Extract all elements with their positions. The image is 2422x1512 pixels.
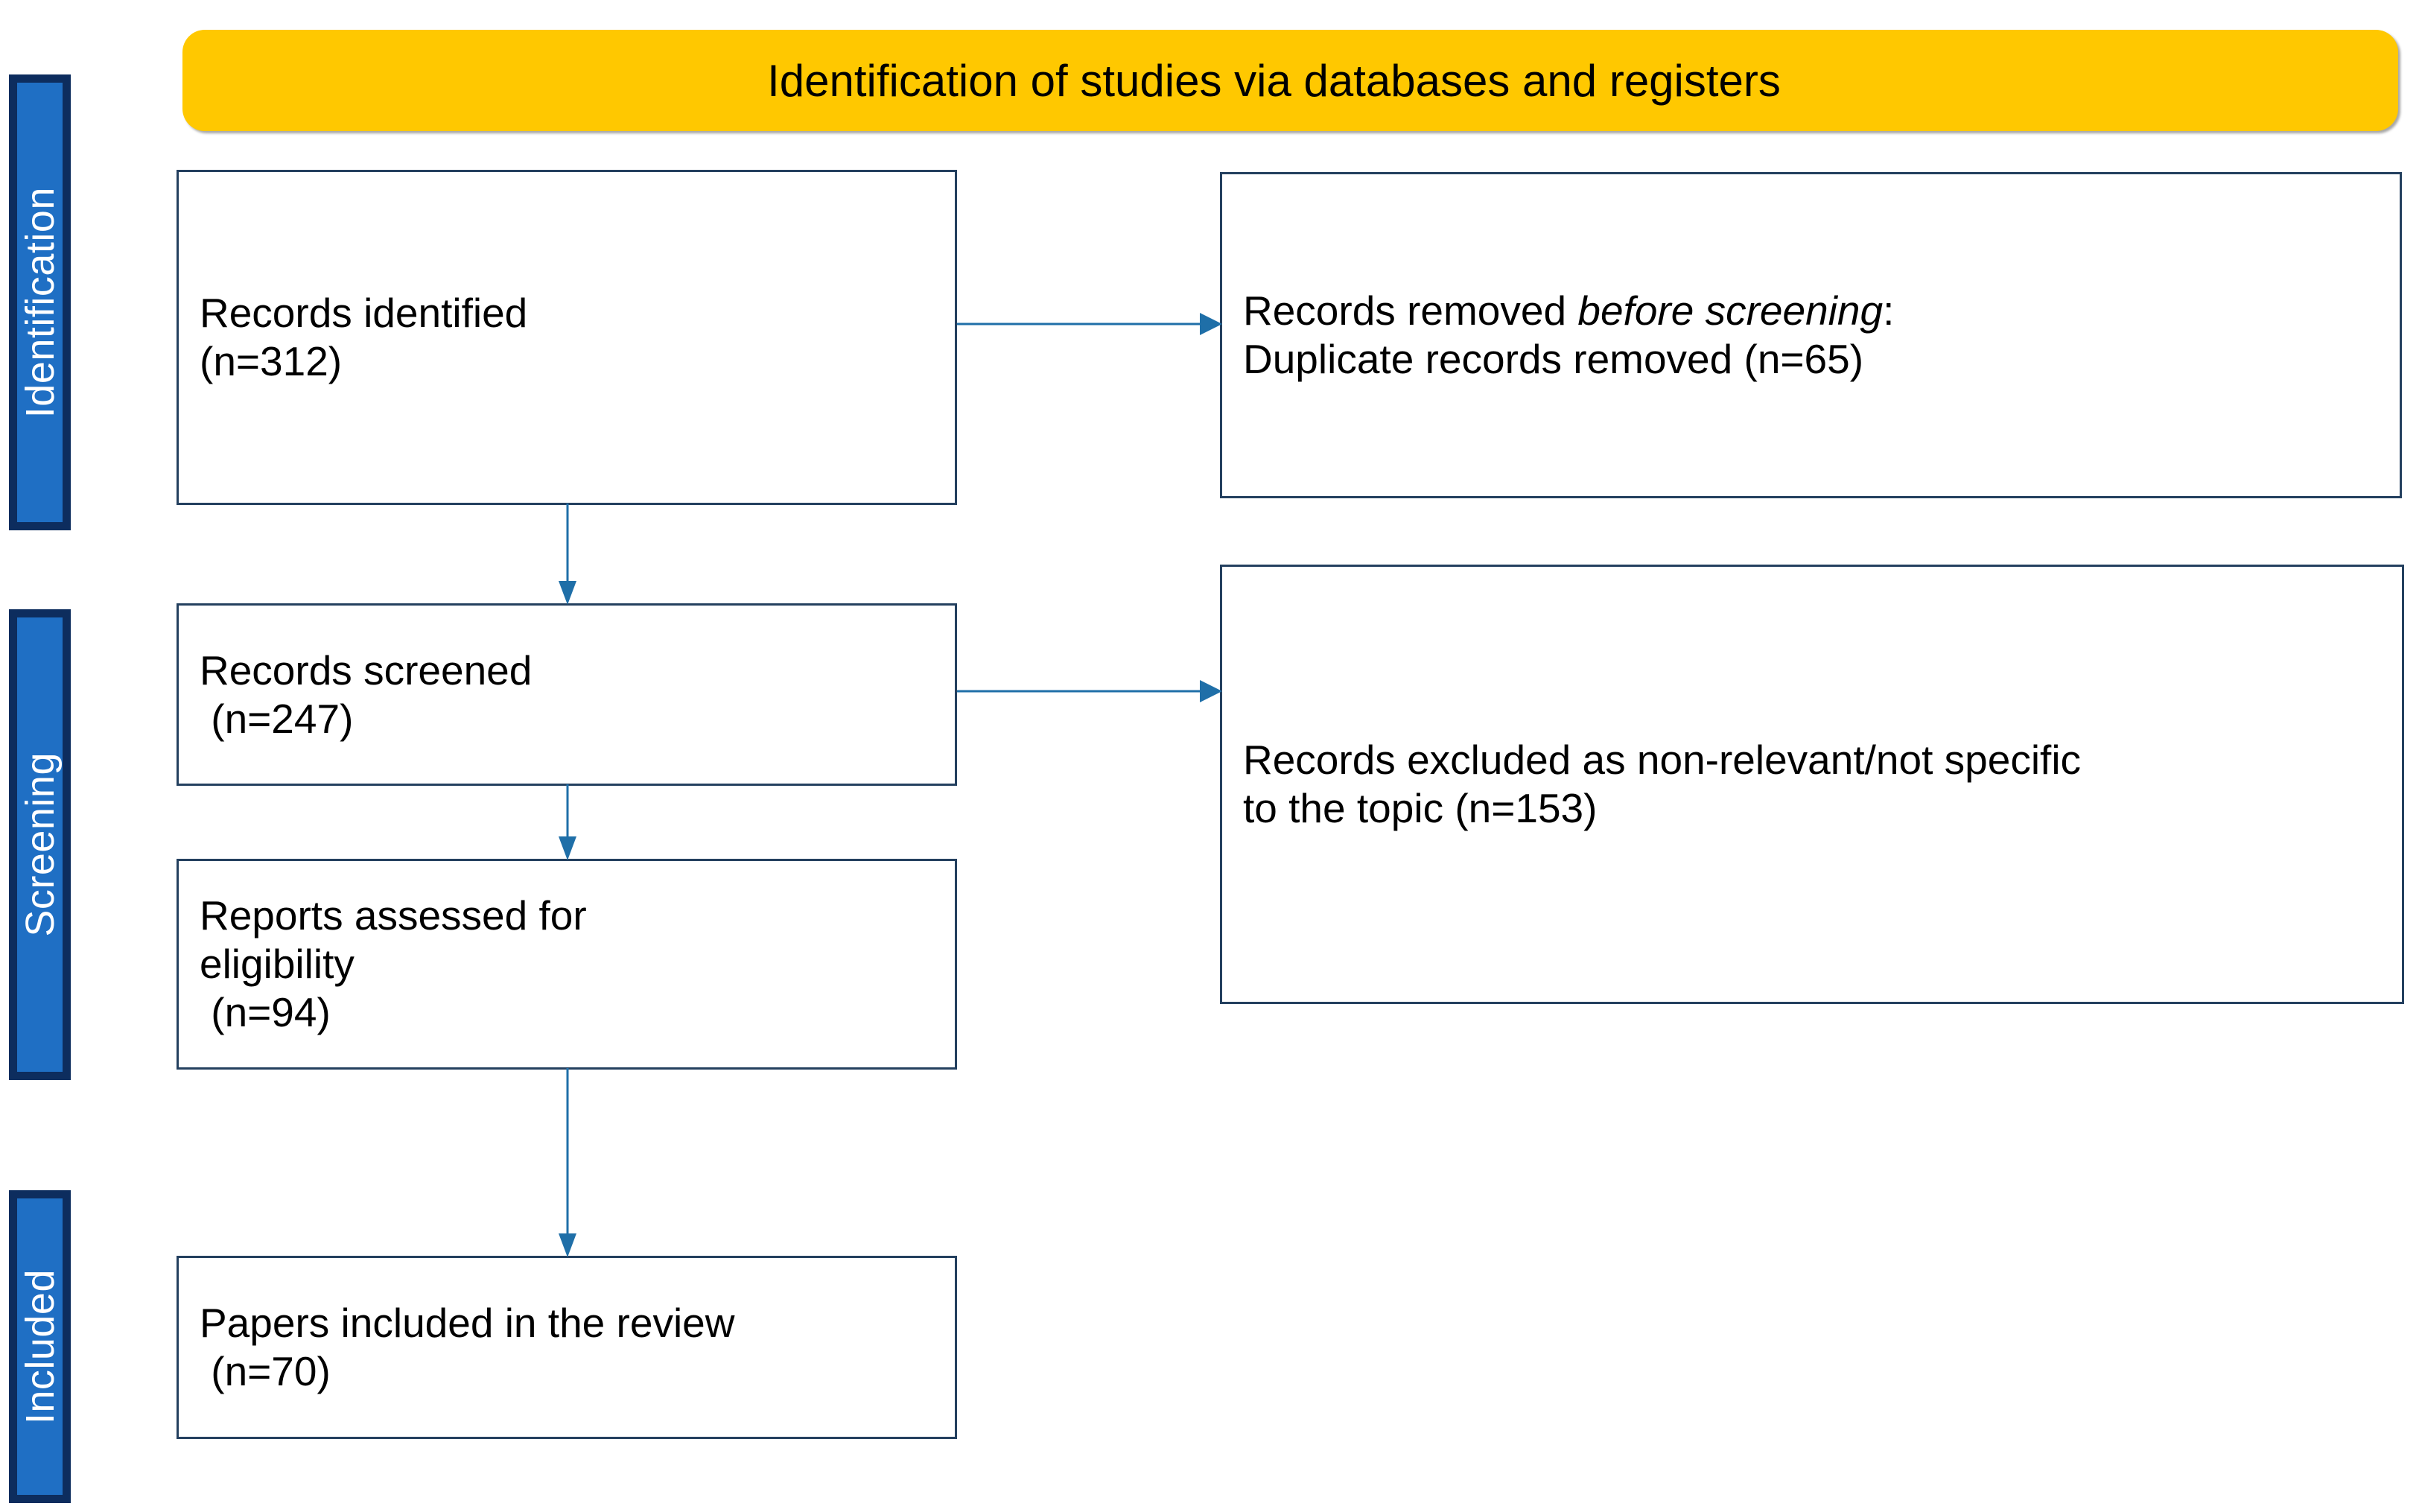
box-records-removed: Records removed before screening: Duplic…	[1220, 172, 2402, 498]
arrow-screened-to-excluded	[957, 676, 1225, 706]
box-records-screened-line2: (n=247)	[200, 695, 354, 742]
diagram-header-banner: Identification of studies via databases …	[182, 30, 2398, 131]
stage-label-included: Included	[9, 1190, 71, 1503]
box-reports-assessed-line2: eligibility	[200, 941, 355, 988]
box-records-removed-line2: Duplicate records removed (n=65)	[1243, 336, 1864, 382]
box-records-removed-line1-emphasis: before screening	[1577, 288, 1884, 334]
arrow-screened-to-reports	[555, 784, 580, 862]
box-records-removed-line1-post: :	[1883, 288, 1895, 334]
box-papers-included-line2: (n=70)	[200, 1348, 331, 1394]
box-records-screened-line1: Records screened	[200, 647, 533, 693]
box-records-identified-line1: Records identified	[200, 290, 528, 337]
box-records-excluded: Records excluded as non-relevant/not spe…	[1220, 565, 2404, 1004]
box-records-screened: Records screened (n=247)	[177, 603, 957, 786]
box-records-excluded-line1: Records excluded as non-relevant/not spe…	[1243, 737, 2082, 784]
box-records-removed-line1: Records removed before screening:	[1243, 287, 2379, 335]
box-records-removed-line1-pre: Records removed	[1243, 288, 1578, 334]
stage-label-included-text: Included	[17, 1268, 63, 1425]
box-reports-assessed-line3: (n=94)	[200, 988, 331, 1035]
box-reports-assessed-line1: Reports assessed for	[200, 892, 587, 939]
box-papers-included-line1: Papers included in the review	[200, 1300, 735, 1347]
stage-label-screening-text: Screening	[17, 752, 63, 937]
box-records-excluded-line2: to the topic (n=153)	[1243, 785, 1598, 831]
box-papers-included: Papers included in the review (n=70)	[177, 1256, 957, 1439]
stage-label-identification: Identification	[9, 74, 71, 530]
arrow-reports-to-included	[555, 1068, 580, 1259]
stage-label-screening: Screening	[9, 609, 71, 1080]
box-records-identified: Records identified (n=312)	[177, 170, 957, 505]
arrow-identified-to-removed	[957, 309, 1225, 339]
diagram-title: Identification of studies via databases …	[767, 55, 1781, 106]
box-records-identified-line2: (n=312)	[200, 338, 343, 384]
box-reports-assessed: Reports assessed for eligibility (n=94)	[177, 859, 957, 1070]
stage-label-identification-text: Identification	[17, 186, 63, 419]
arrow-identified-to-screened	[555, 504, 580, 606]
